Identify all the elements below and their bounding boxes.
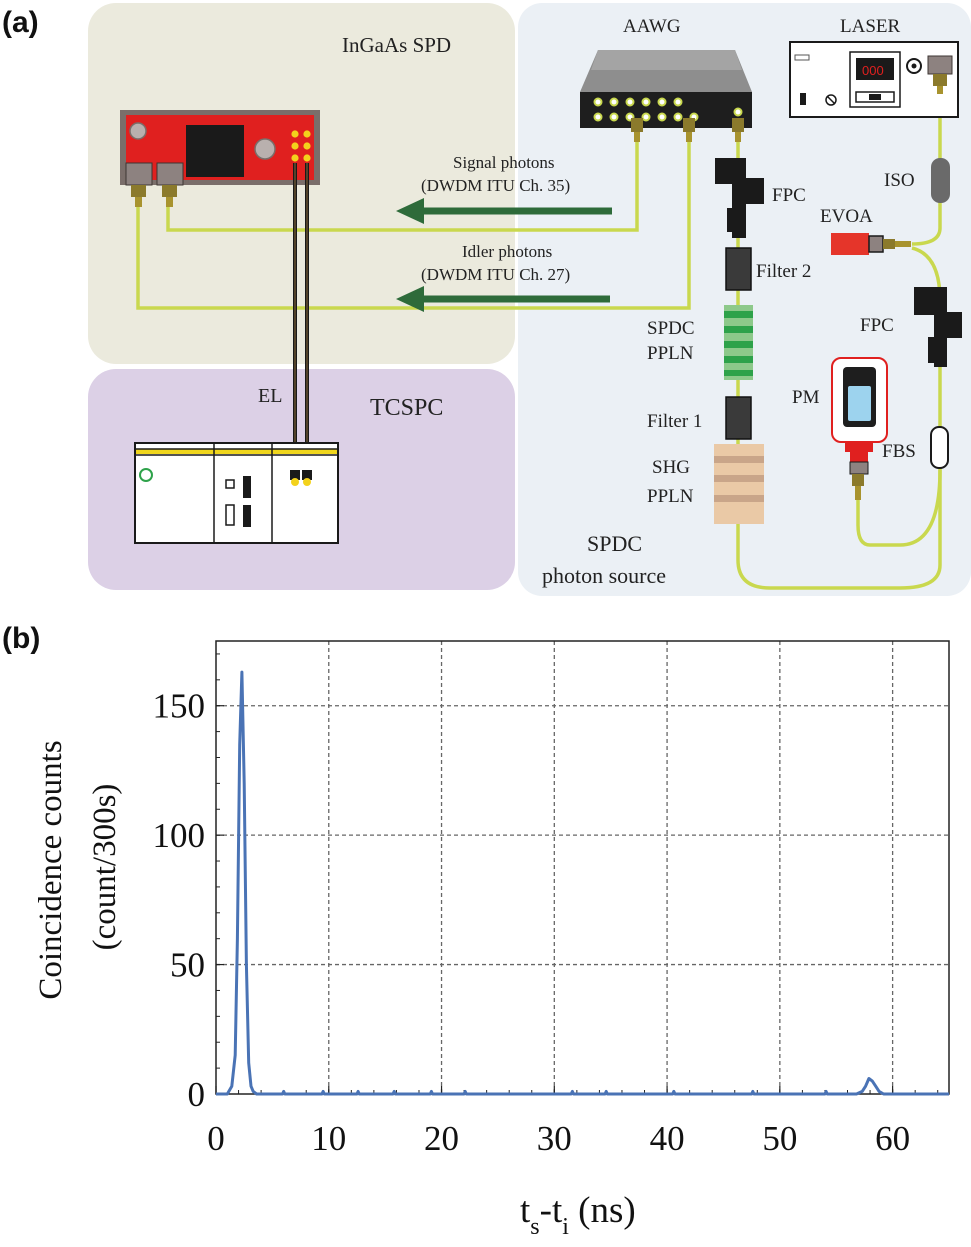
aawg-label: AAWG — [623, 16, 681, 37]
shg-label-line1: SHG — [652, 457, 690, 478]
fbs-label: FBS — [882, 441, 916, 462]
idler-fiber — [136, 140, 691, 310]
x-axis-title: ts-ti (ns) — [520, 1190, 636, 1240]
plot-frame — [215, 640, 950, 1095]
loop-fiber — [736, 468, 942, 590]
idler-arrow — [396, 286, 610, 312]
idler-label-line1: Idler photons — [462, 242, 552, 261]
laser-fiber — [911, 90, 942, 246]
fbs-device — [930, 426, 949, 469]
x-tick-label: 50 — [762, 1119, 797, 1158]
spd-device — [120, 110, 320, 207]
aawg-device — [580, 50, 752, 142]
signal-arrow — [396, 198, 612, 224]
coincidence-series-line — [216, 670, 949, 1096]
spdc-label-line2: PPLN — [647, 343, 694, 364]
shg-label-line2: PPLN — [647, 486, 694, 507]
tcspc-region-title: TCSPC — [370, 395, 443, 421]
filter2-device — [725, 247, 752, 291]
evoa-device — [831, 233, 911, 255]
source-region-title-line1: SPDC — [587, 531, 642, 556]
idler-label-line2: (DWDM ITU Ch. 27) — [421, 265, 570, 284]
spd-region-title: InGaAs SPD — [342, 33, 451, 57]
y-tick-label: 50 — [170, 946, 205, 985]
fpc-top-label: FPC — [772, 185, 806, 206]
x-tick-label: 10 — [311, 1119, 346, 1158]
signal-label-line2: (DWDM ITU Ch. 35) — [421, 176, 570, 195]
panel-b-label: (b) — [2, 622, 40, 655]
y-tick-label: 0 — [188, 1075, 206, 1114]
fpc-top — [715, 158, 764, 238]
el-cables — [293, 163, 309, 470]
tcspc-device — [134, 442, 339, 544]
source-region-title-line2: photon source — [542, 563, 666, 588]
filter2-label: Filter 2 — [756, 261, 811, 282]
fpc-right-label: FPC — [860, 315, 894, 336]
x-tick-label: 30 — [537, 1119, 572, 1158]
coincidence-chart: 0 10 20 30 40 50 60 0 50 100 150 — [153, 640, 950, 1158]
spdc-label-line1: SPDC — [647, 318, 695, 339]
laser-display: 000 — [862, 63, 884, 78]
x-tick-label: 20 — [424, 1119, 459, 1158]
x-axis-title-sub-s: s — [530, 1214, 539, 1240]
y-tick-label: 150 — [153, 687, 206, 726]
y-tick-labels: 0 50 100 150 — [153, 687, 206, 1114]
x-axis-title-sub-i: i — [562, 1214, 569, 1240]
y-axis-title: Coincidence counts (count/300s) — [33, 740, 123, 999]
iso-label: ISO — [884, 170, 915, 191]
y-axis-title-line1: Coincidence counts — [33, 740, 69, 999]
x-tick-label: 40 — [650, 1119, 685, 1158]
x-tick-labels: 0 10 20 30 40 50 60 — [207, 1119, 910, 1158]
iso-device — [931, 158, 950, 203]
filter1-label: Filter 1 — [647, 411, 702, 432]
y-tick-label: 100 — [153, 816, 206, 855]
x-axis-title-t: t — [520, 1190, 531, 1231]
shg-ppln-device — [714, 444, 764, 524]
pm-label: PM — [792, 387, 820, 408]
signal-label-line1: Signal photons — [453, 153, 555, 172]
laser-label: LASER — [840, 16, 901, 37]
panel-a-label: (a) — [2, 6, 39, 39]
fpc-right — [914, 287, 962, 367]
pm-fiber — [856, 469, 942, 547]
laser-device: 000 — [789, 41, 959, 118]
chart-ticks — [215, 653, 939, 1095]
signal-fiber — [166, 140, 639, 232]
y-axis-title-line2: (count/300s) — [87, 784, 123, 951]
x-tick-label: 60 — [875, 1119, 910, 1158]
el-label: EL — [258, 385, 282, 407]
x-axis-title-unit: (ns) — [569, 1190, 636, 1231]
chart-grid — [216, 641, 949, 1094]
spdc-ppln-device — [724, 305, 753, 380]
evoa-label: EVOA — [820, 206, 873, 227]
x-tick-label: 0 — [207, 1119, 225, 1158]
x-axis-title-mid: -t — [540, 1190, 563, 1231]
pm-device — [831, 357, 888, 500]
filter1-device — [725, 396, 752, 440]
